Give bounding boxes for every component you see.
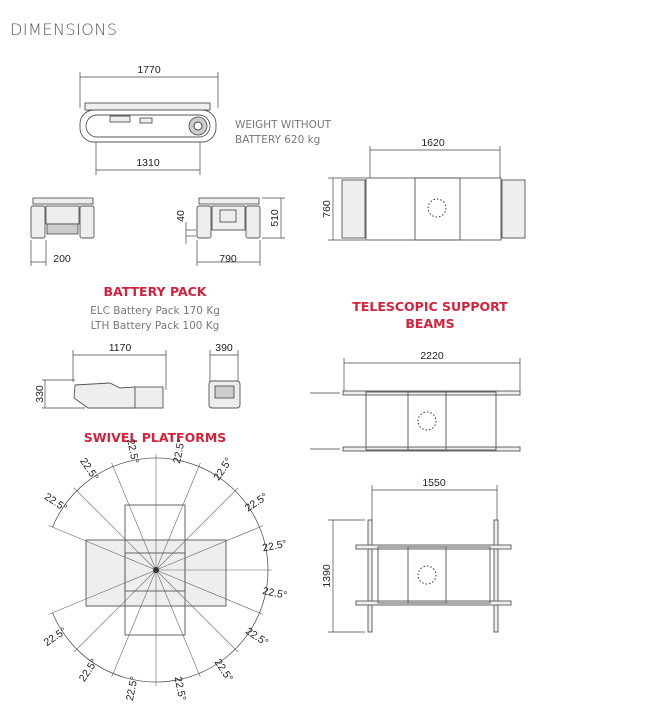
swivel-angle-label: 22.5° [261,585,288,602]
page-title: DIMENSIONS [10,20,118,39]
swivel-angle-line [111,462,157,571]
swivel-angle-label: 22.5° [212,657,236,684]
dim-height: 510 [269,209,281,227]
swivel-arc [52,457,269,683]
swivel-angle-label: 22.5° [172,675,189,702]
weight-line-1: WEIGHT WITHOUT [235,119,332,131]
swivel-angle-line [155,462,201,571]
swivel-angle-line [73,569,157,653]
dim-width: 790 [219,253,237,265]
weight-line-2: BATTERY 620 kg [235,134,321,146]
swivel-angle-line [73,487,157,571]
battery-side-view: 1170 330 [34,342,167,409]
weight-note: WEIGHT WITHOUT BATTERY 620 kg [235,118,331,148]
dim-top-length: 1620 [421,137,445,149]
swivel-platforms-heading: SWIVEL PLATFORMS [83,430,227,445]
dim-battery-height: 330 [34,385,46,403]
swivel-angle-label: 22.5° [243,625,270,649]
battery-end-view: 390 [208,342,241,409]
dim-top-width: 760 [321,200,333,218]
dim-track-length: 1310 [136,157,160,169]
dim-battery-length: 1170 [109,342,132,354]
dim-battery-width: 390 [215,342,233,354]
telescopic-heading-line-1: TELESCOPIC SUPPORT [352,299,508,314]
swivel-angle-label: 22.5° [243,491,270,515]
swivel-angle-lines [48,454,272,686]
dim-base-length: 1550 [422,477,446,489]
swivel-angle-line [155,487,239,571]
undercarriage-front-view: 200 [30,197,95,266]
battery-lth-weight: LTH Battery Pack 100 Kg [90,320,220,332]
swivel-angle-label: 22.5° [77,657,101,684]
swivel-angle-label: 22.5° [124,675,141,702]
dim-total-length: 1770 [137,64,161,76]
swivel-angle-line [155,569,264,615]
telescopic-heading: TELESCOPIC SUPPORT BEAMS [330,298,530,332]
swivel-angle-label: 22.5° [261,538,288,555]
swivel-platform-diagram: 22.5° 22.5° 22.5° 22.5° 22.5° 22.5° 22.5° 22.5°… [42,438,288,702]
swivel-angle-line [155,569,239,653]
swivel-angle-label: 22.5° [42,625,69,649]
swivel-angle-label: 22.5° [171,438,188,465]
telescopic-beams-extended-view: 2220 [310,350,521,452]
swivel-angle-label: 22.5° [211,456,235,483]
dim-ground-clearance: 40 [175,210,187,222]
telescopic-beams-base-view: 1550 1390 [321,477,512,633]
swivel-angle-line [48,569,157,615]
telescopic-heading-line-2: BEAMS [405,316,455,331]
swivel-angle-line [48,525,157,571]
swivel-angle-label: 22.5° [42,491,69,515]
dim-extended-length: 2220 [420,350,444,362]
undercarriage-top-view: 1620 760 [321,137,526,241]
dim-base-width: 1390 [321,564,333,588]
swivel-angle-line [155,569,201,678]
battery-weights: ELC Battery Pack 170 Kg LTH Battery Pack… [80,304,230,334]
swivel-angle-line [111,569,157,678]
swivel-angle-label: 22.5° [77,456,101,483]
undercarriage-rear-view: 40 510 790 [175,197,285,266]
battery-pack-heading: BATTERY PACK [103,284,207,299]
undercarriage-side-view: 1770 1310 [79,64,219,175]
dim-front-offset: 200 [53,253,71,265]
swivel-angle-label: 22.5° [124,438,141,465]
swivel-angle-line [155,525,264,571]
battery-elc-weight: ELC Battery Pack 170 Kg [90,305,220,317]
